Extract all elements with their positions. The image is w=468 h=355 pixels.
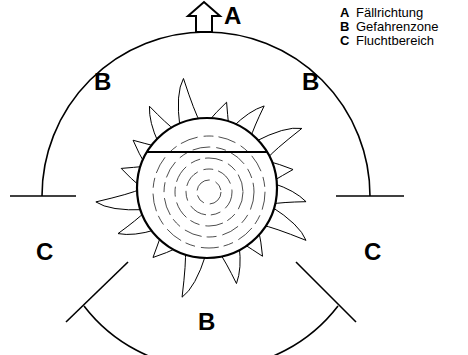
danger-arc <box>84 306 338 355</box>
zone-letter: B <box>302 70 319 94</box>
boundary-line <box>66 262 128 322</box>
legend-key: B <box>340 20 349 33</box>
legend-text: Fluchtbereich <box>356 34 434 47</box>
direction-arrow <box>188 2 220 32</box>
boundary-line <box>296 262 356 322</box>
zone-letter: C <box>36 240 53 264</box>
direction-letter: A <box>224 4 241 28</box>
zone-letter: B <box>94 70 111 94</box>
growth-ring <box>197 180 221 204</box>
growth-ring <box>164 147 254 237</box>
zone-letter: C <box>364 240 381 264</box>
felling-notch <box>147 151 268 153</box>
boundary-tick <box>10 195 76 197</box>
boundary-tick <box>336 195 404 197</box>
legend-text: Fällrichtung <box>356 6 423 19</box>
zone-letter: B <box>198 310 215 334</box>
legend-key: C <box>340 34 349 47</box>
legend-key: A <box>340 6 349 19</box>
growth-ring <box>175 158 243 226</box>
legend-text: Gefahrenzone <box>356 20 438 33</box>
tree-trunk <box>137 118 277 258</box>
growth-ring <box>186 169 232 215</box>
